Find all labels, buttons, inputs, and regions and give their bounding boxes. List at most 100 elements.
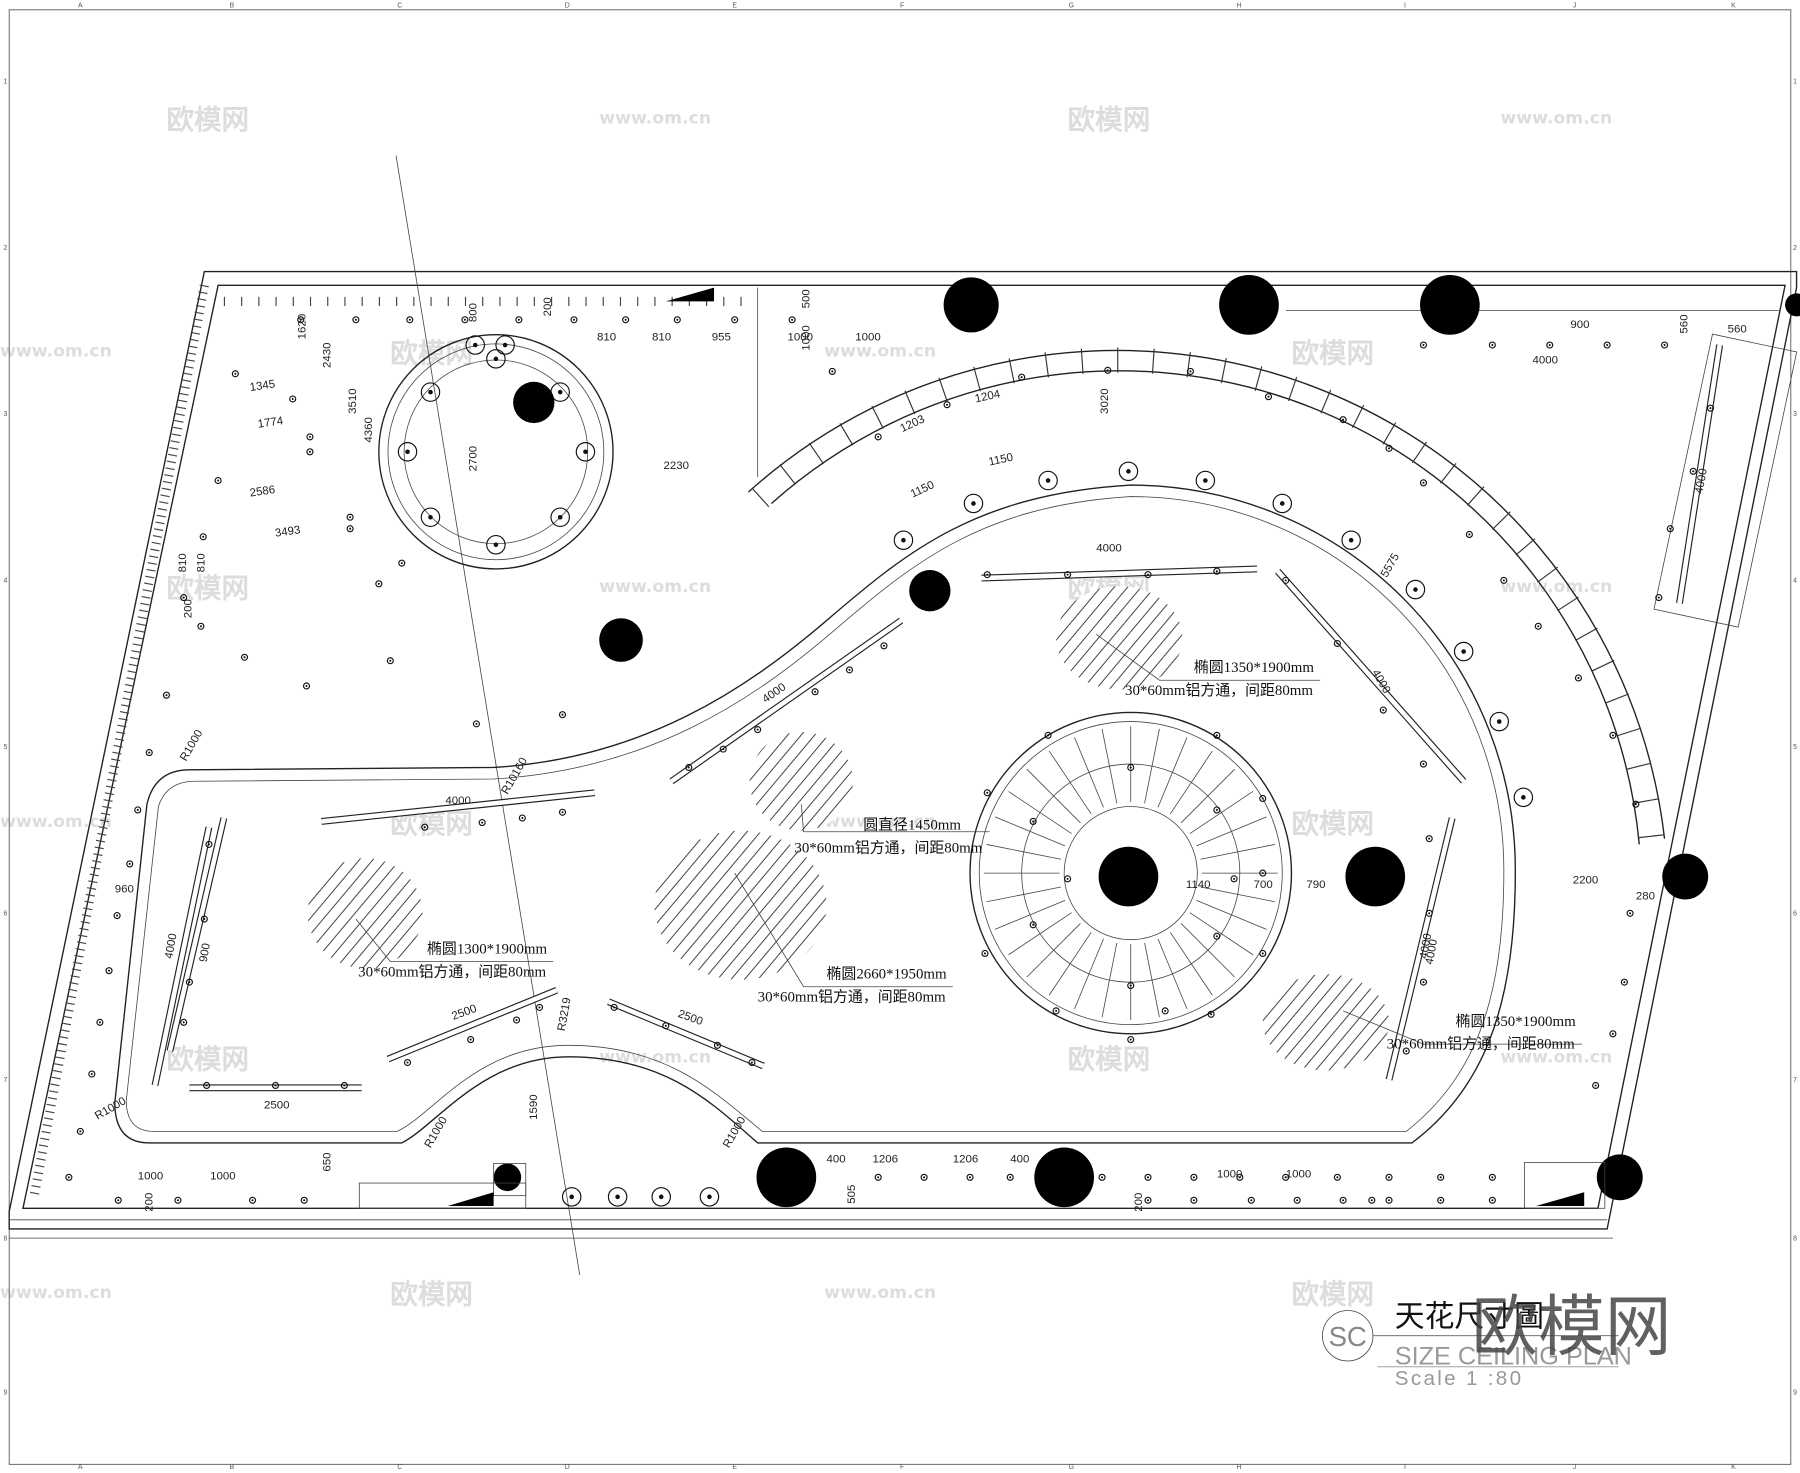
watermark-url: www.om.cn (0, 812, 112, 832)
linear-light-bar-inner (152, 826, 212, 1086)
grid-column-label: E (732, 3, 737, 10)
downlight-center (308, 450, 311, 453)
downlight (1259, 794, 1267, 803)
downlight (65, 1173, 73, 1181)
downlight-center (1439, 1176, 1442, 1179)
downlight-center (117, 1199, 120, 1202)
radial-slat (986, 844, 1062, 860)
radial-slat (1196, 816, 1267, 847)
radial-slat (1144, 942, 1160, 1018)
downlight (302, 682, 311, 690)
downlight (197, 622, 205, 630)
spotlight-center (1348, 537, 1354, 543)
downlight (200, 915, 208, 923)
downlight (346, 513, 354, 521)
downlight-center (1387, 1199, 1391, 1202)
dimension-label: 2500 (264, 1099, 290, 1111)
downlight-center (1009, 1176, 1012, 1179)
dimension-label: 200 (144, 1193, 156, 1212)
downlight-center (733, 318, 736, 321)
linear-light-bar-inner (670, 618, 903, 784)
annotation-leader (734, 872, 953, 988)
dimension-label: 1000 (788, 331, 814, 343)
downlight-center (1032, 923, 1035, 926)
dimension-label: 1345 (249, 379, 276, 394)
downlight-center (188, 981, 191, 984)
spotlight (1038, 470, 1058, 491)
downlight (719, 745, 727, 753)
downlight-center (1502, 579, 1505, 582)
spotlight-center (615, 1194, 620, 1200)
section-line (395, 155, 581, 1275)
downlight (306, 448, 314, 456)
downlight (1419, 760, 1428, 768)
spotlight (607, 1187, 628, 1207)
downlight (1144, 571, 1152, 579)
spotlight-center (707, 1194, 712, 1200)
downlight (1213, 731, 1221, 739)
spotlight (486, 349, 506, 369)
downlight-center (986, 791, 989, 794)
downlight-center (1422, 344, 1425, 347)
pendant-light (1098, 846, 1159, 907)
radial-slat (1048, 750, 1092, 815)
watermark-brand: 欧模网 (1068, 104, 1151, 136)
downlight-center (116, 914, 119, 917)
hatched-ellipse-2660 (654, 830, 827, 980)
watermark-url: www.om.cn (1500, 577, 1612, 597)
downlight-center (182, 596, 185, 599)
dimension-label: 4000 (1533, 354, 1559, 366)
downlight (1282, 1173, 1290, 1181)
downlight-center (1491, 344, 1494, 347)
downlight (1006, 1173, 1014, 1181)
dimension-label: R1000 (93, 1095, 128, 1122)
right-panel (1653, 333, 1798, 628)
spotlight (465, 335, 486, 355)
grid-column-label: E (732, 1464, 737, 1471)
downlight-center (389, 659, 392, 662)
grid-column-label: D (565, 1464, 570, 1471)
dimension-label: 1206 (872, 1153, 898, 1165)
spotlight (575, 442, 596, 462)
downlight-center (1594, 1084, 1597, 1087)
radial-slat (1074, 938, 1104, 1010)
dimension-label: 800 (467, 303, 479, 322)
dimension-label: 810 (177, 553, 189, 572)
downlight (1706, 404, 1715, 412)
downlight (1385, 1173, 1393, 1181)
downlight-center (1101, 1176, 1104, 1179)
dimension-label: 1000 (800, 325, 812, 351)
radial-slat (1200, 886, 1275, 903)
downlight-center (572, 318, 576, 321)
radial-slat (1074, 737, 1104, 808)
annotation-material: 30*60mm铝方通，间距80mm (358, 963, 546, 980)
dimension-label: 2700 (467, 446, 479, 472)
downlight-center (1129, 984, 1132, 987)
downlight-center (1611, 734, 1614, 737)
downlight (105, 967, 113, 975)
downlight (126, 860, 134, 868)
downlight-center (234, 372, 237, 375)
dimension-label: 4000 (1424, 938, 1440, 965)
left-wall-hatching (29, 284, 209, 1196)
downlight-center (517, 318, 520, 321)
spotlight (963, 493, 984, 514)
downlight (1626, 909, 1634, 917)
spotlight-center (1203, 478, 1208, 483)
dimension-label: 400 (1010, 1153, 1029, 1165)
downlight (352, 316, 360, 324)
linear-light-bar-inner (1677, 344, 1722, 604)
dimension-label: 505 (846, 1185, 858, 1204)
downlight-center (1491, 1176, 1494, 1179)
downlight (1282, 576, 1290, 584)
downlight-center (1129, 766, 1132, 769)
title-cn: 天花尺寸圖 (1395, 1301, 1544, 1334)
downlight-center (98, 1021, 101, 1024)
downlight-center (349, 516, 352, 519)
annotation-spec: 椭圆1350*1900mm (1456, 1013, 1576, 1030)
downlight-center (423, 826, 426, 829)
downlight (1018, 373, 1026, 381)
downlight (1339, 416, 1347, 424)
spotlight-center (1461, 649, 1466, 654)
